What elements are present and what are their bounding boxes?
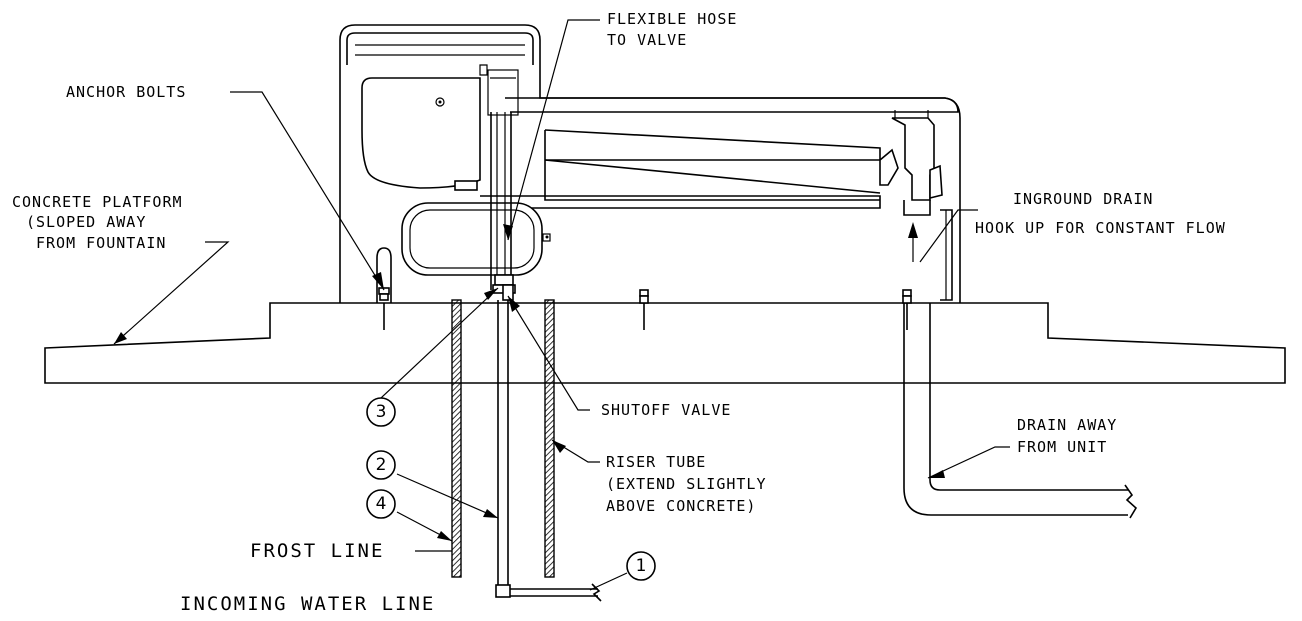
flexible-hose-label-line1: FLEXIBLE HOSE bbox=[607, 10, 737, 28]
shutoff-valve-label: SHUTOFF VALVE bbox=[601, 401, 731, 419]
callout-1-number: 1 bbox=[636, 556, 647, 576]
callout-1: 1 bbox=[626, 551, 656, 581]
concrete-platform-label-line2: (SLOPED AWAY bbox=[26, 213, 146, 231]
callout-4: 4 bbox=[366, 489, 396, 519]
callout-2-number: 2 bbox=[376, 455, 387, 475]
drain-pipe bbox=[903, 303, 1138, 519]
anchor-bolts-label: ANCHOR BOLTS bbox=[66, 83, 186, 101]
riser-tube-label-line2: (EXTEND SLIGHTLY bbox=[606, 475, 767, 493]
incoming-water-pipe bbox=[495, 300, 602, 602]
riser-tube-label-line3: ABOVE CONCRETE) bbox=[606, 497, 756, 515]
incoming-water-line-label: INCOMING WATER LINE bbox=[180, 593, 435, 615]
fountain-body bbox=[339, 24, 961, 303]
concrete-platform-label-line1: CONCRETE PLATFORM bbox=[12, 193, 183, 211]
callout-3: 3 bbox=[366, 397, 396, 427]
leader-lines bbox=[113, 19, 1010, 591]
riser-tube bbox=[451, 299, 555, 578]
frost-line-label: FROST LINE bbox=[250, 540, 384, 562]
flexible-hose-label-line2: TO VALVE bbox=[607, 31, 687, 49]
concrete-platform-label-line3: FROM FOUNTAIN bbox=[36, 234, 166, 252]
callout-2: 2 bbox=[366, 450, 396, 480]
callout-3-number: 3 bbox=[376, 402, 387, 422]
inground-drain-label-line2: HOOK UP FOR CONSTANT FLOW bbox=[975, 219, 1226, 237]
riser-tube-label-line1: RISER TUBE bbox=[606, 453, 706, 471]
callout-4-number: 4 bbox=[376, 494, 387, 514]
inground-drain-label-line1: INGROUND DRAIN bbox=[1013, 190, 1153, 208]
concrete-platform bbox=[44, 302, 1286, 384]
valve-enclosure bbox=[401, 112, 551, 301]
drain-away-label-line1: DRAIN AWAY bbox=[1017, 416, 1117, 434]
drain-away-label-line2: FROM UNIT bbox=[1017, 438, 1107, 456]
anchor-bolts bbox=[376, 247, 912, 330]
